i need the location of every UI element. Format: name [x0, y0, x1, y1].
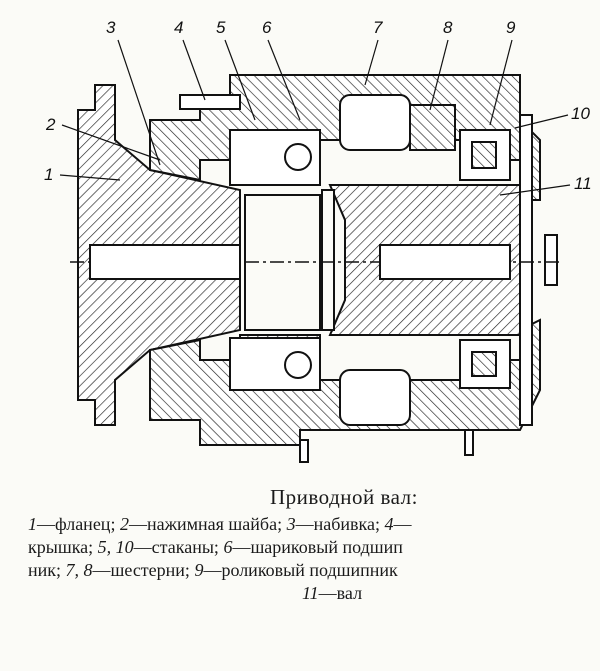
caption-num: 3: [286, 514, 296, 534]
caption-line: крышка; 5, 10—стаканы; 6—шариковый подши…: [28, 537, 403, 558]
caption-num: 4: [384, 514, 394, 534]
caption-line: ник; 7, 8—шестерни; 9—роликовый подшипни…: [28, 560, 398, 581]
callout-5: 5: [216, 18, 226, 37]
caption-line: 1—фланец; 2—нажимная шайба; 3—набивка; 4…: [28, 514, 411, 535]
callout-6: 6: [262, 18, 272, 37]
caption-num: 7, 8: [65, 560, 93, 580]
stud-left: [89, 244, 241, 280]
drive-shaft-drawing: [59, 39, 571, 463]
callout-8: 8: [443, 18, 453, 37]
bore-mid: [321, 189, 335, 331]
caption-text: —шестерни;: [92, 560, 195, 580]
caption-text: —фланец;: [37, 514, 120, 534]
caption-text: —вал: [318, 583, 363, 603]
callout-9: 9: [506, 18, 516, 37]
caption-text: —набивка;: [295, 514, 385, 534]
caption-text: крышка;: [28, 537, 98, 557]
caption-text: ник;: [28, 560, 66, 580]
callout-1: 1: [44, 165, 54, 184]
caption-text: —: [393, 514, 412, 534]
caption-num: 6: [223, 537, 233, 557]
caption-text: —роликовый подшипник: [203, 560, 398, 580]
callout-3: 3: [106, 18, 116, 37]
caption-line: 11—вал: [302, 583, 362, 604]
gear-8: [409, 104, 456, 151]
callout-4: 4: [174, 18, 184, 37]
callout-7: 7: [373, 18, 383, 37]
caption-text: —шариковый подшип: [232, 537, 403, 557]
caption-num: 11: [302, 583, 319, 603]
figure-caption: Приводной вал: 1—фланец; 2—нажимная шайб…: [0, 485, 600, 615]
caption-num: 2: [119, 514, 129, 534]
callout-2: 2: [46, 115, 56, 134]
caption-text: —нажимная шайба;: [128, 514, 287, 534]
end-cover: [519, 114, 533, 426]
caption-num: 9: [194, 560, 204, 580]
callout-11: 11: [574, 174, 592, 193]
caption-title: Приводной вал:: [270, 485, 418, 509]
bolt: [179, 94, 241, 110]
callout-10: 10: [571, 104, 590, 123]
gear-7: [339, 94, 411, 151]
caption-num: 1: [28, 514, 37, 534]
stud-right: [379, 244, 511, 280]
caption-num: 5, 10: [97, 537, 134, 557]
caption-text: —стаканы;: [133, 537, 224, 557]
